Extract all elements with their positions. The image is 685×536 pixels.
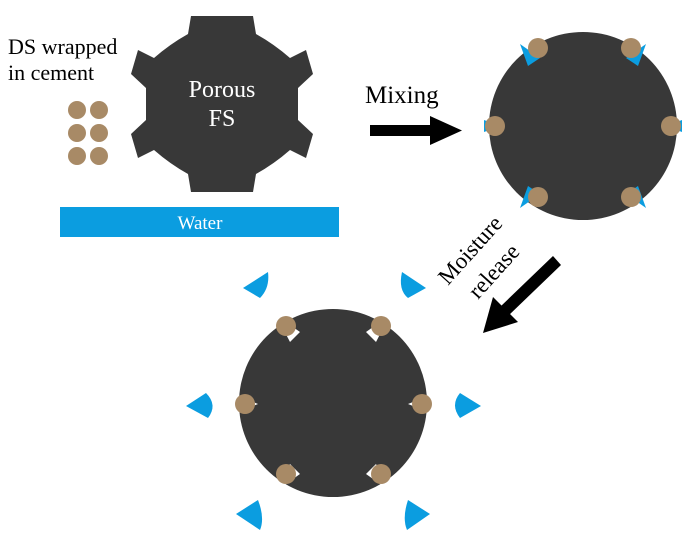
ds-particle (485, 116, 505, 136)
ds-particle (90, 147, 108, 165)
fs-label-line2: FS (209, 106, 236, 132)
released-water-droplets (186, 272, 481, 530)
ds-particle (528, 38, 548, 58)
fs-label-line1: Porous (189, 77, 256, 103)
ds-particle (371, 464, 391, 484)
released-aggregate (235, 309, 432, 497)
ds-label-line2: in cement (8, 60, 94, 85)
water-bar (60, 207, 339, 237)
water-label: Water (178, 213, 224, 234)
ds-particle (276, 464, 296, 484)
ds-particle (661, 116, 681, 136)
water-droplet (404, 500, 430, 530)
ds-particle (621, 38, 641, 58)
ds-particle (276, 316, 296, 336)
ds-particle (621, 187, 641, 207)
ds-particle (90, 101, 108, 119)
water-droplet (400, 272, 426, 298)
water-droplet (236, 500, 263, 530)
water-droplet (186, 393, 213, 418)
water-droplet (455, 393, 481, 418)
porous-fs-aggregate (131, 16, 313, 192)
ds-particle (90, 124, 108, 142)
ds-particle (68, 101, 86, 119)
ds-particle (235, 394, 255, 414)
mixed-aggregate (484, 32, 682, 220)
ds-particle (68, 147, 86, 165)
ds-label-line1: DS wrapped (8, 34, 117, 59)
ds-particle-cluster (68, 101, 108, 165)
mixing-arrow (370, 116, 462, 145)
moisture-release-arrow (483, 256, 561, 333)
ds-particle (68, 124, 86, 142)
ds-particle (371, 316, 391, 336)
water-droplet (243, 272, 269, 298)
ds-particle (528, 187, 548, 207)
ds-particle (412, 394, 432, 414)
mixing-label: Mixing (365, 82, 439, 109)
